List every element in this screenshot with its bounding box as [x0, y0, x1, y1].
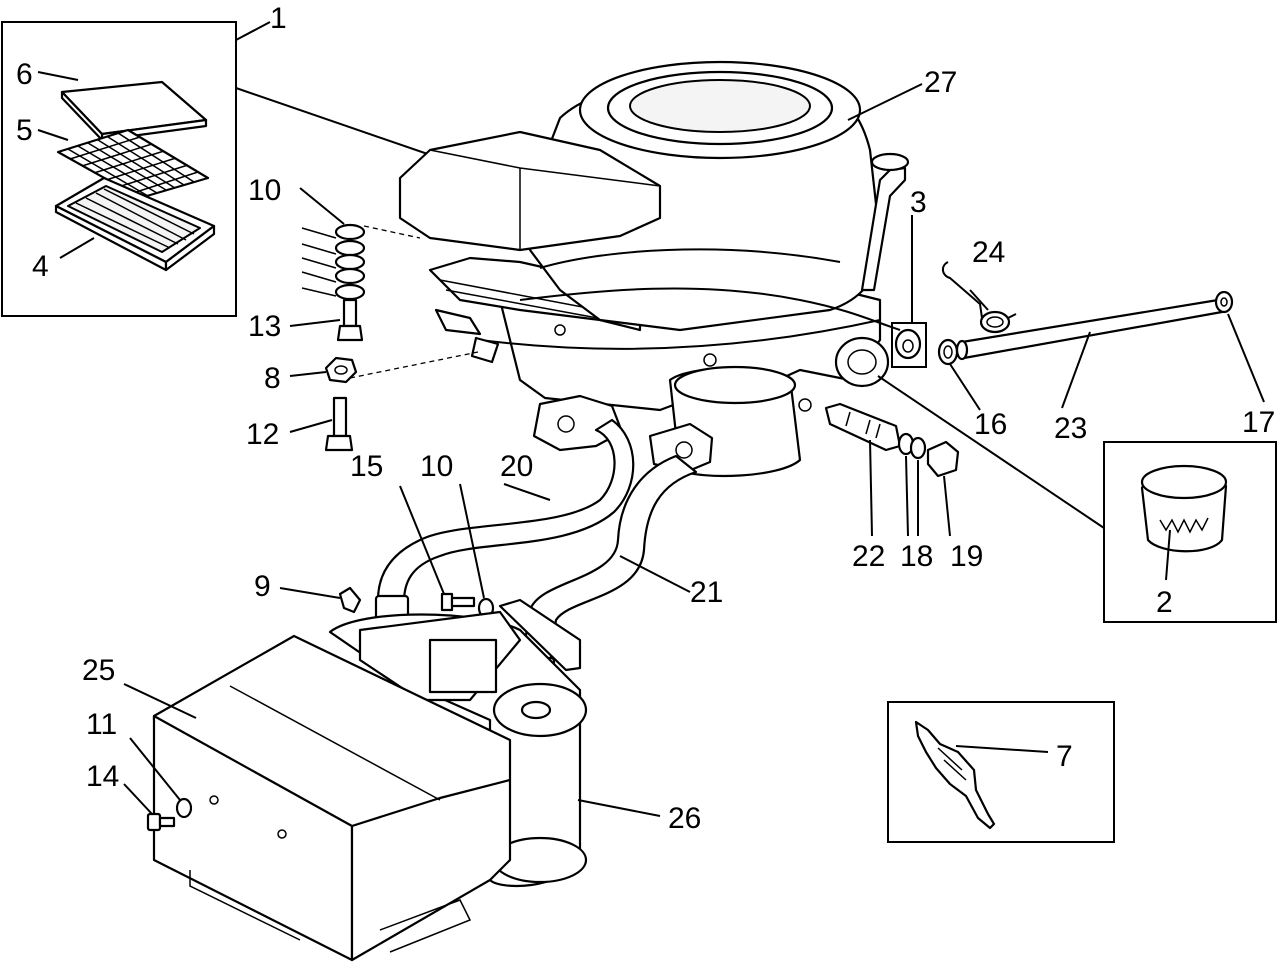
callout-10-bottom: 10 — [420, 450, 453, 483]
callout-19: 19 — [950, 540, 983, 573]
exhaust-pipe-20 — [374, 394, 635, 632]
oil-drain-fitting — [891, 322, 927, 368]
callout-10-top: 10 — [248, 174, 281, 207]
callout-13: 13 — [248, 310, 281, 343]
filter-screen-grid — [56, 128, 210, 200]
callout-1: 1 — [270, 2, 287, 35]
screw-14 — [146, 812, 176, 832]
muffler — [328, 598, 588, 888]
callout-23: 23 — [1054, 412, 1087, 445]
callout-2: 2 — [1156, 586, 1173, 619]
sealing-washers — [897, 432, 927, 460]
callout-8: 8 — [264, 362, 281, 395]
callout-3: 3 — [910, 186, 927, 219]
callout-26: 26 — [668, 802, 701, 835]
hose-clamp — [937, 338, 959, 366]
callout-6: 6 — [16, 58, 33, 91]
callout-22: 22 — [852, 540, 885, 573]
pre-filter-foam — [60, 80, 208, 142]
engine-block — [398, 60, 910, 478]
bolt-12 — [324, 396, 354, 452]
nut-8 — [324, 356, 358, 384]
callout-14: 14 — [86, 760, 119, 793]
callout-27: 27 — [924, 66, 957, 99]
heat-shield — [152, 634, 512, 962]
washer-11 — [175, 797, 193, 819]
callout-24: 24 — [972, 236, 1005, 269]
oil-filter-detail-box — [1103, 441, 1277, 623]
callout-7: 7 — [1056, 740, 1073, 773]
spark-plug-detail-box — [887, 701, 1115, 843]
callout-12: 12 — [246, 418, 279, 451]
callout-9: 9 — [254, 570, 271, 603]
callout-17: 17 — [1242, 406, 1275, 439]
callout-20: 20 — [500, 450, 533, 483]
callout-11: 11 — [86, 708, 117, 741]
hose-spring-clip — [942, 261, 1017, 334]
hose-end-cap — [1214, 290, 1234, 314]
callout-15: 15 — [350, 450, 383, 483]
clip-9 — [338, 586, 362, 614]
washer-stack — [301, 223, 366, 301]
air-filter-element — [54, 176, 216, 272]
callout-21: 21 — [690, 576, 723, 609]
bolt-15 — [440, 592, 476, 612]
callout-18: 18 — [900, 540, 933, 573]
air-filter-detail-box — [1, 21, 237, 317]
callout-4: 4 — [32, 250, 49, 283]
drain-plug — [926, 440, 960, 478]
callout-16: 16 — [974, 408, 1007, 441]
bolt-13 — [336, 298, 364, 342]
callout-5: 5 — [16, 114, 33, 147]
callout-25: 25 — [82, 654, 115, 687]
drain-nipple — [824, 402, 902, 452]
